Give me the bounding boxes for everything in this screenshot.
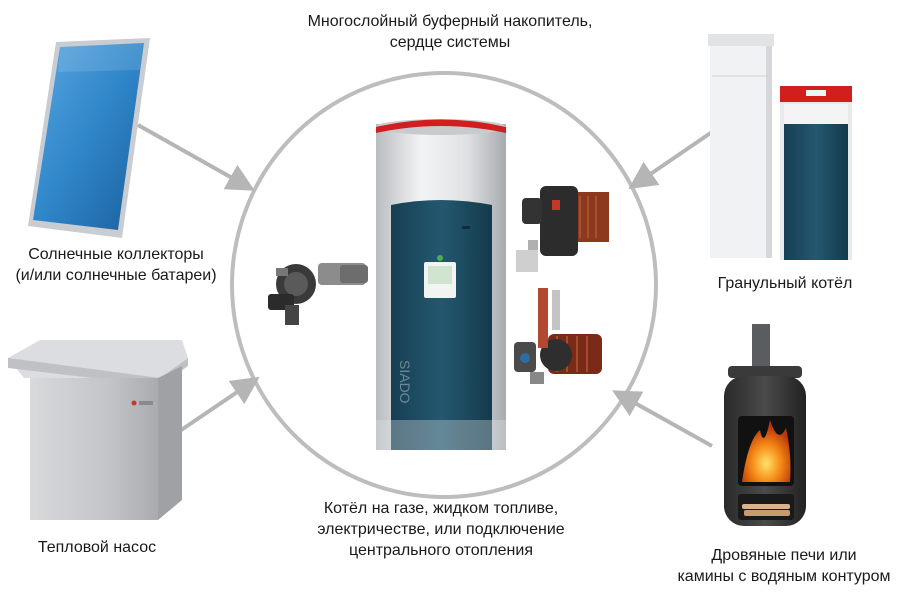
pellet-boiler-image bbox=[708, 34, 852, 260]
heat-pump-image bbox=[8, 340, 188, 520]
boiler-sources-label-line1: Котёл на газе, жидком топливе, bbox=[323, 500, 559, 517]
hydraulic-module-lower-image bbox=[514, 288, 602, 384]
buffer-tank-label-line1: Многослойный буферный накопитель, bbox=[307, 13, 593, 30]
buffer-tank-image: SIADO bbox=[376, 119, 506, 450]
system-circle bbox=[230, 71, 658, 499]
boiler-sources-label-line3: центрального отопления bbox=[348, 542, 533, 559]
solar-collector-image bbox=[28, 38, 150, 238]
arrow-solar bbox=[137, 123, 255, 191]
wood-stove-label-line2: камины с водяным контуром bbox=[677, 568, 891, 585]
heat-pump-label-line1: Тепловой насос bbox=[37, 539, 157, 556]
boiler-sources-label: Котёл на газе, жидком топливе, электриче… bbox=[276, 498, 606, 561]
wood-stove-label: Дровяные печи или камины с водяным конту… bbox=[672, 545, 896, 587]
solar-collector-label-line2: (и/или солнечные батареи) bbox=[15, 267, 217, 284]
heat-pump-label: Тепловой насос bbox=[12, 537, 182, 558]
hydraulic-module-upper-image bbox=[516, 186, 609, 272]
solar-collector-label: Солнечные коллекторы (и/или солнечные ба… bbox=[0, 244, 232, 286]
pellet-boiler-label: Гранульный котёл bbox=[690, 273, 880, 294]
buffer-tank-label: Многослойный буферный накопитель, сердце… bbox=[250, 11, 650, 53]
burner-image bbox=[268, 263, 368, 325]
boiler-sources-label-line2: электричестве, или подключение bbox=[317, 521, 565, 538]
solar-collector-label-line1: Солнечные коллекторы bbox=[28, 246, 204, 263]
pellet-boiler-label-line1: Гранульный котёл bbox=[717, 275, 853, 292]
buffer-tank-label-line2: сердце системы bbox=[389, 34, 511, 51]
arrow-pellet bbox=[628, 130, 714, 190]
wood-stove-label-line1: Дровяные печи или bbox=[711, 547, 857, 564]
arrow-stove bbox=[612, 390, 713, 448]
wood-stove-image bbox=[724, 324, 806, 526]
tank-brand-text: SIADO bbox=[397, 360, 413, 404]
